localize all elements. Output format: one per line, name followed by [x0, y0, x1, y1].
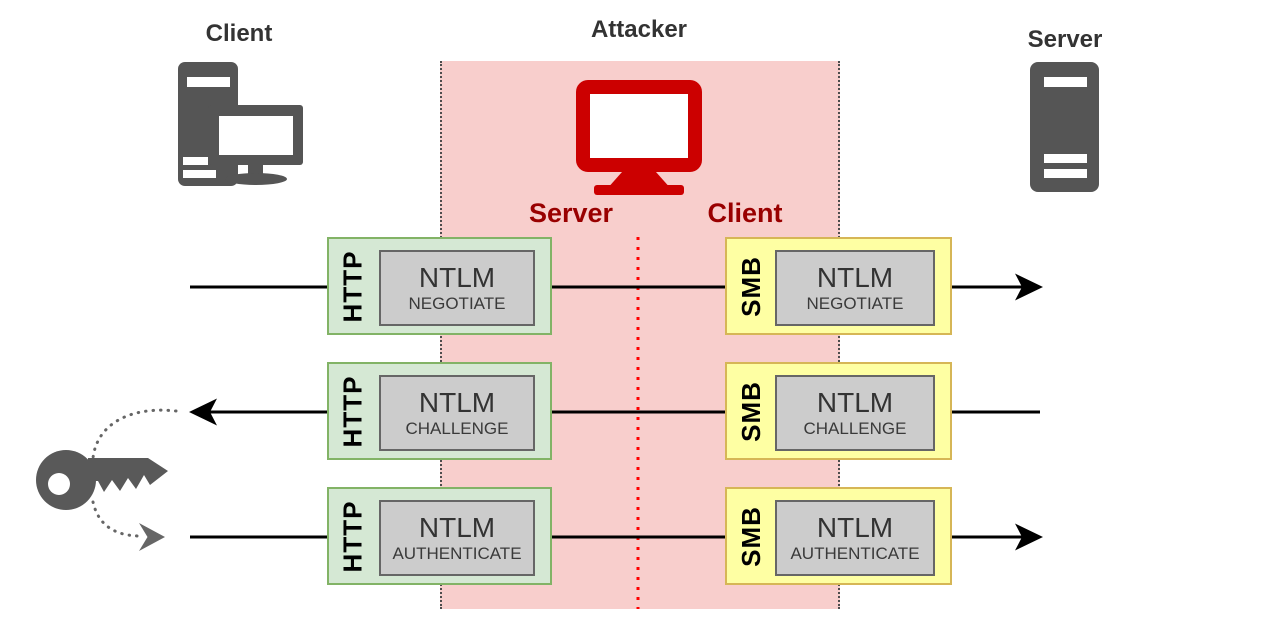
ntlm-negotiate-message: NTLM NEGOTIATE — [775, 250, 935, 326]
ntlm-subtitle: AUTHENTICATE — [790, 544, 920, 563]
ntlm-challenge-message: NTLM CHALLENGE — [775, 375, 935, 451]
client-computer-icon — [178, 62, 303, 186]
smb-negotiate-box: SMB NTLM NEGOTIATE — [725, 237, 952, 335]
http-challenge-box: HTTP NTLM CHALLENGE — [327, 362, 552, 460]
ntlm-subtitle: CHALLENGE — [405, 419, 509, 438]
attacker-client-role-label: Client — [707, 198, 783, 228]
authenticate-arrowhead-icon — [1015, 523, 1043, 551]
ntlm-authenticate-message: NTLM AUTHENTICATE — [775, 500, 935, 576]
ntlm-title: NTLM — [418, 262, 496, 293]
smb-authenticate-box: SMB NTLM AUTHENTICATE — [725, 487, 952, 585]
smb-protocol-label: SMB — [735, 255, 766, 317]
challenge-to-key-dotted-arrow — [91, 408, 178, 460]
ntlm-title: NTLM — [816, 262, 894, 293]
attacker-server-role-label: Server — [528, 198, 614, 228]
http-protocol-label: HTTP — [337, 500, 368, 572]
smb-challenge-box: SMB NTLM CHALLENGE — [725, 362, 952, 460]
key-icon — [36, 450, 168, 510]
ntlm-title: NTLM — [816, 387, 894, 418]
http-authenticate-box: HTTP NTLM AUTHENTICATE — [327, 487, 552, 585]
challenge-arrowhead-icon — [189, 398, 217, 426]
http-protocol-label: HTTP — [337, 375, 368, 447]
smb-protocol-label: SMB — [735, 380, 766, 442]
client-title: Client — [205, 20, 273, 47]
negotiate-arrowhead-icon — [1015, 273, 1043, 301]
ntlm-title: NTLM — [418, 387, 496, 418]
ntlm-subtitle: AUTHENTICATE — [392, 544, 522, 563]
ntlm-title: NTLM — [418, 512, 496, 543]
ntlm-subtitle: CHALLENGE — [803, 419, 907, 438]
ntlm-subtitle: NEGOTIATE — [408, 294, 506, 313]
ntlm-negotiate-message: NTLM NEGOTIATE — [379, 250, 535, 326]
server-title: Server — [1027, 26, 1103, 53]
ntlm-authenticate-message: NTLM AUTHENTICATE — [379, 500, 535, 576]
http-negotiate-box: HTTP NTLM NEGOTIATE — [327, 237, 552, 335]
ntlm-subtitle: NEGOTIATE — [806, 294, 904, 313]
http-protocol-label: HTTP — [337, 250, 368, 322]
ntlm-title: NTLM — [816, 512, 894, 543]
attacker-title: Attacker — [590, 16, 688, 43]
server-tower-icon — [1030, 62, 1099, 192]
key-to-authenticate-dotted-arrow — [91, 500, 140, 538]
ntlm-challenge-message: NTLM CHALLENGE — [379, 375, 535, 451]
key-arrowhead-icon — [139, 523, 165, 551]
smb-protocol-label: SMB — [735, 505, 766, 567]
